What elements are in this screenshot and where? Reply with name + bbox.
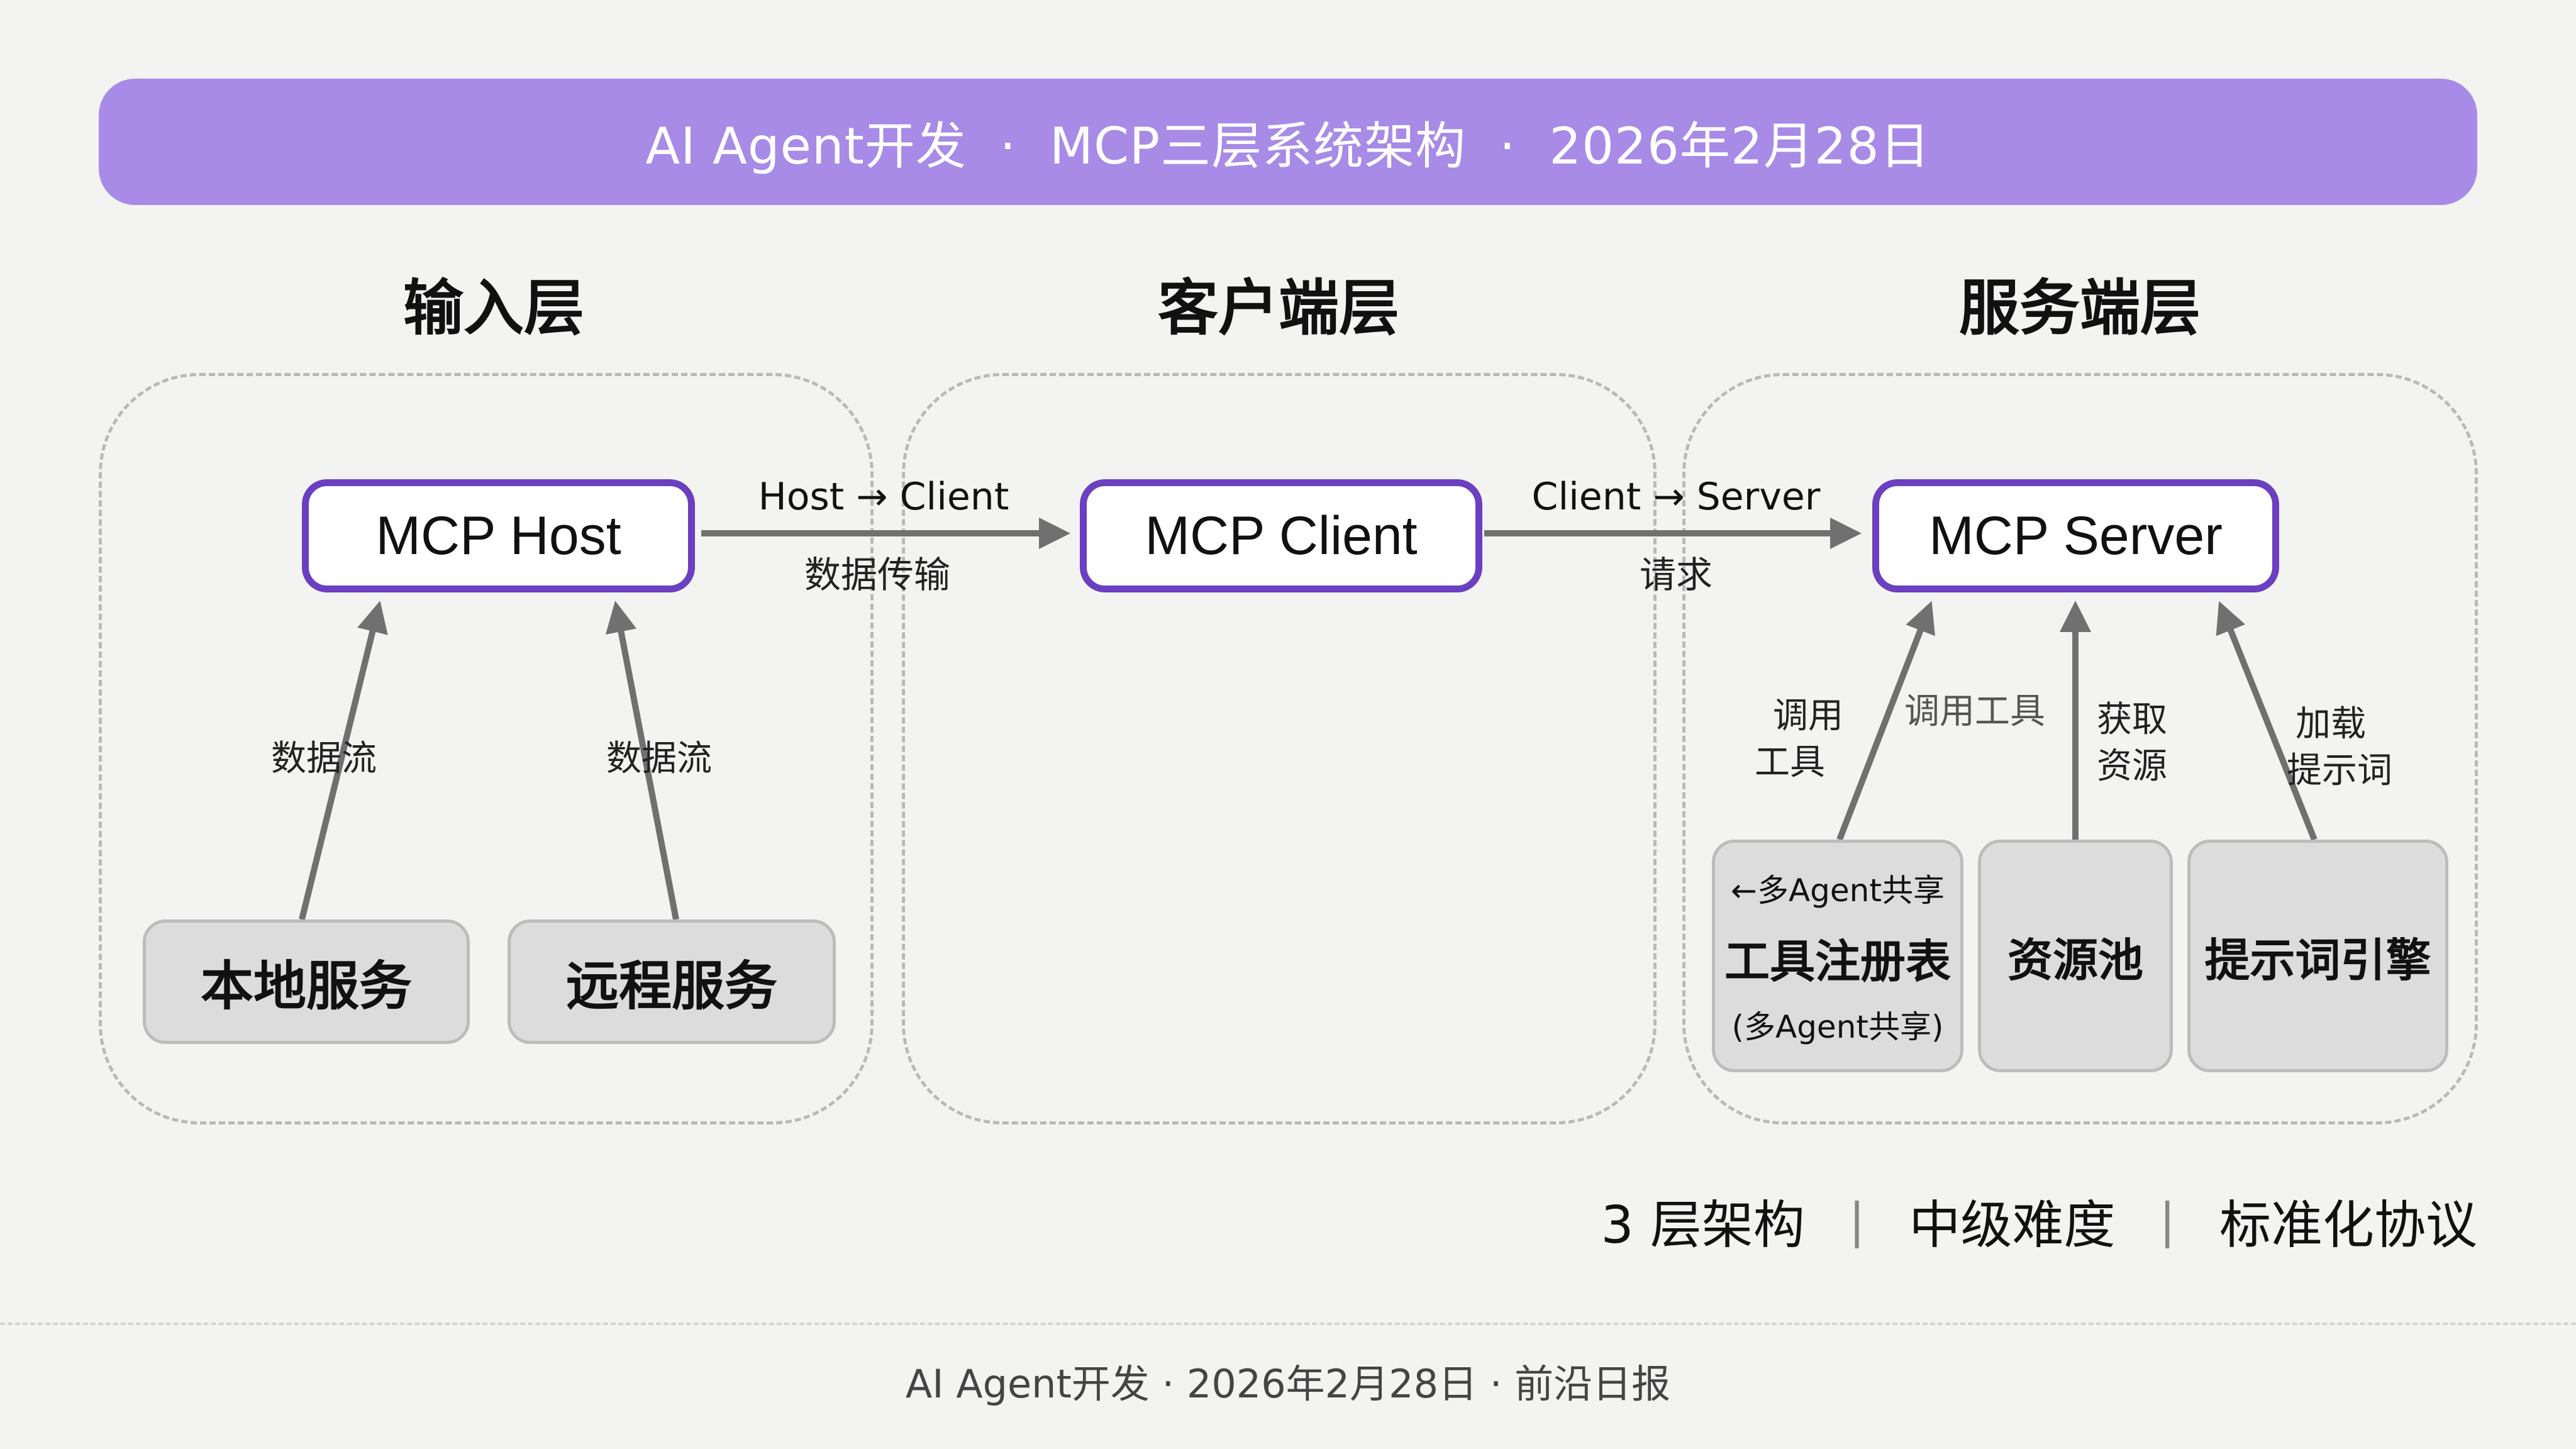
tag-separator: |	[2159, 1192, 2175, 1248]
mcp-server-node: MCP Server	[1872, 479, 2279, 592]
edge-label-tool-call-2: 工具	[1755, 742, 1825, 783]
edge-label-prompt-2: 提示词	[2287, 750, 2392, 791]
mcp-server-label: MCP Server	[1929, 505, 2223, 566]
layer-box-client	[902, 373, 1657, 1124]
mcp-client-label: MCP Client	[1145, 505, 1418, 566]
local-service-box: 本地服务	[143, 919, 470, 1044]
resource-pool-box: 资源池	[1978, 840, 2173, 1072]
tag-separator: |	[1848, 1192, 1865, 1248]
mcp-host-label: MCP Host	[375, 505, 621, 566]
footer-text: AI Agent开发 · 2026年2月28日 · 前沿日报	[905, 1361, 1671, 1407]
arrow-tools-server	[1836, 601, 1935, 841]
edge-label-prompt-1: 加载	[2296, 704, 2366, 745]
local-service-label: 本地服务	[200, 955, 412, 1017]
layer-title-client: 客户端层	[1158, 273, 1399, 343]
prompt-engine-box: 提示词引擎	[2187, 840, 2448, 1072]
arrow-prompts-server	[2216, 601, 2318, 841]
tool-registry-note-bottom: (多Agent共享)	[1731, 1008, 1944, 1045]
footer-divider	[0, 1323, 2576, 1325]
edge-label-local-flow: 数据流	[271, 738, 377, 779]
edge-label-prompt: 加载 提示词	[2277, 701, 2402, 794]
remote-service-label: 远程服务	[565, 955, 777, 1017]
edge-label-host-client: Host → Client	[758, 475, 1009, 519]
tag-protocol: 标准化协议	[2219, 1195, 2477, 1255]
footer-tags: 3 层架构 | 中级难度 | 标准化协议	[1601, 1185, 2478, 1255]
tool-registry-box: ←多Agent共享 工具注册表 (多Agent共享)	[1712, 840, 1963, 1072]
remote-service-box: 远程服务	[508, 919, 836, 1044]
edge-label-tool-call-1: 调用	[1773, 696, 1843, 736]
tag-difficulty: 中级难度	[1909, 1195, 2116, 1255]
tool-registry-label: 工具注册表	[1724, 935, 1951, 988]
layer-box-input	[99, 373, 874, 1124]
edge-label-tool-call-ghost: 调用工具	[1904, 691, 2045, 732]
tool-registry-note-top: ←多Agent共享	[1731, 872, 1945, 909]
tag-layers: 3 层架构	[1601, 1195, 1805, 1255]
layer-title-server: 服务端层	[1959, 273, 2201, 343]
arrow-remote-host	[605, 601, 679, 920]
mcp-host-node: MCP Host	[302, 479, 695, 592]
edge-label-remote-flow: 数据流	[606, 738, 712, 779]
layer-title-input: 输入层	[403, 273, 584, 343]
edge-label-resource: 获取 资源	[2082, 697, 2182, 790]
edge-label-tool-call: 调用 工具	[1755, 693, 1862, 786]
mcp-client-node: MCP Client	[1080, 479, 1482, 592]
header-banner: AI Agent开发 · MCP三层系统架构 · 2026年2月28日	[99, 79, 2477, 205]
arrow-local-host	[299, 601, 388, 921]
edge-sub-host-client: 数据传输	[804, 553, 950, 596]
resource-pool-label: 资源池	[2007, 933, 2143, 987]
prompt-engine-label: 提示词引擎	[2204, 933, 2431, 987]
edge-label-resource-2: 资源	[2097, 746, 2167, 787]
edge-sub-client-server: 请求	[1639, 553, 1713, 596]
edge-label-client-server: Client → Server	[1531, 475, 1821, 519]
edge-label-resource-1: 获取	[2097, 699, 2167, 740]
layer-box-server	[1682, 373, 2478, 1124]
